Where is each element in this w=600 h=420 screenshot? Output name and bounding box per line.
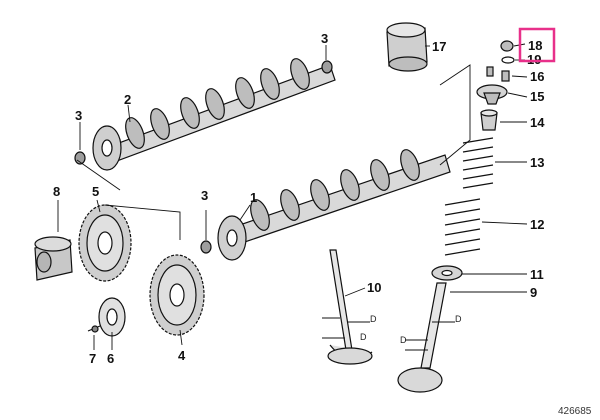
upper-camshaft[interactable] <box>92 56 336 171</box>
callout-19: 19 <box>527 52 541 67</box>
callout-6: 6 <box>107 351 114 366</box>
callout-4: 4 <box>178 348 186 363</box>
callout-14: 14 <box>530 115 545 130</box>
dimension-marks: D D D D <box>322 314 462 351</box>
exhaust-valve[interactable] <box>397 282 447 393</box>
upper-cam-washer[interactable] <box>74 151 86 165</box>
callout-10: 10 <box>367 280 381 295</box>
callout-3: 3 <box>75 108 82 123</box>
highlight-box[interactable] <box>518 27 556 63</box>
bucket-tappet[interactable] <box>386 22 428 72</box>
lower-camshaft[interactable] <box>217 147 451 261</box>
lower-spring-seat[interactable] <box>431 265 463 281</box>
callout-5: 5 <box>92 184 99 199</box>
callout-13: 13 <box>530 155 544 170</box>
callout-11: 11 <box>530 267 544 282</box>
callout-9: 9 <box>530 285 537 300</box>
dimension-label: D <box>455 314 462 324</box>
callout-3: 3 <box>321 31 328 46</box>
outer-valve-spring[interactable] <box>462 137 494 189</box>
valve-stem-seal[interactable] <box>480 109 498 131</box>
callout-17: 17 <box>432 39 446 54</box>
dimension-label: D <box>400 335 407 345</box>
callout-2: 2 <box>124 92 131 107</box>
flange-hub[interactable] <box>34 236 73 281</box>
callout-3: 3 <box>201 188 208 203</box>
intake-valve[interactable] <box>327 249 373 365</box>
lower-cam-washer[interactable] <box>200 240 212 254</box>
shim[interactable] <box>500 40 514 52</box>
assembly-guides <box>76 64 471 240</box>
callout-12: 12 <box>530 217 544 232</box>
leader-lines <box>57 43 528 350</box>
callout-7: 7 <box>89 351 96 366</box>
callout-18[interactable]: 18 <box>528 38 542 53</box>
dimension-label: D <box>360 332 367 342</box>
seal-ring[interactable] <box>501 56 515 64</box>
lock-plate[interactable] <box>98 297 126 337</box>
callout-15: 15 <box>530 89 544 104</box>
callout-8: 8 <box>53 184 60 199</box>
callout-16: 16 <box>530 69 544 84</box>
upper-cam-bolt[interactable] <box>321 60 333 74</box>
upper-spring-retainer[interactable] <box>476 84 508 105</box>
callout-1: 1 <box>250 190 257 205</box>
camshaft-sprocket-upper[interactable] <box>78 204 132 282</box>
image-code: 426685 <box>558 406 592 417</box>
inner-valve-spring[interactable] <box>444 198 481 256</box>
camshaft-sprocket-lower[interactable] <box>149 254 205 336</box>
lock-bolt[interactable] <box>87 325 101 333</box>
valve-keepers[interactable] <box>486 66 510 82</box>
dimension-label: D <box>370 314 377 324</box>
